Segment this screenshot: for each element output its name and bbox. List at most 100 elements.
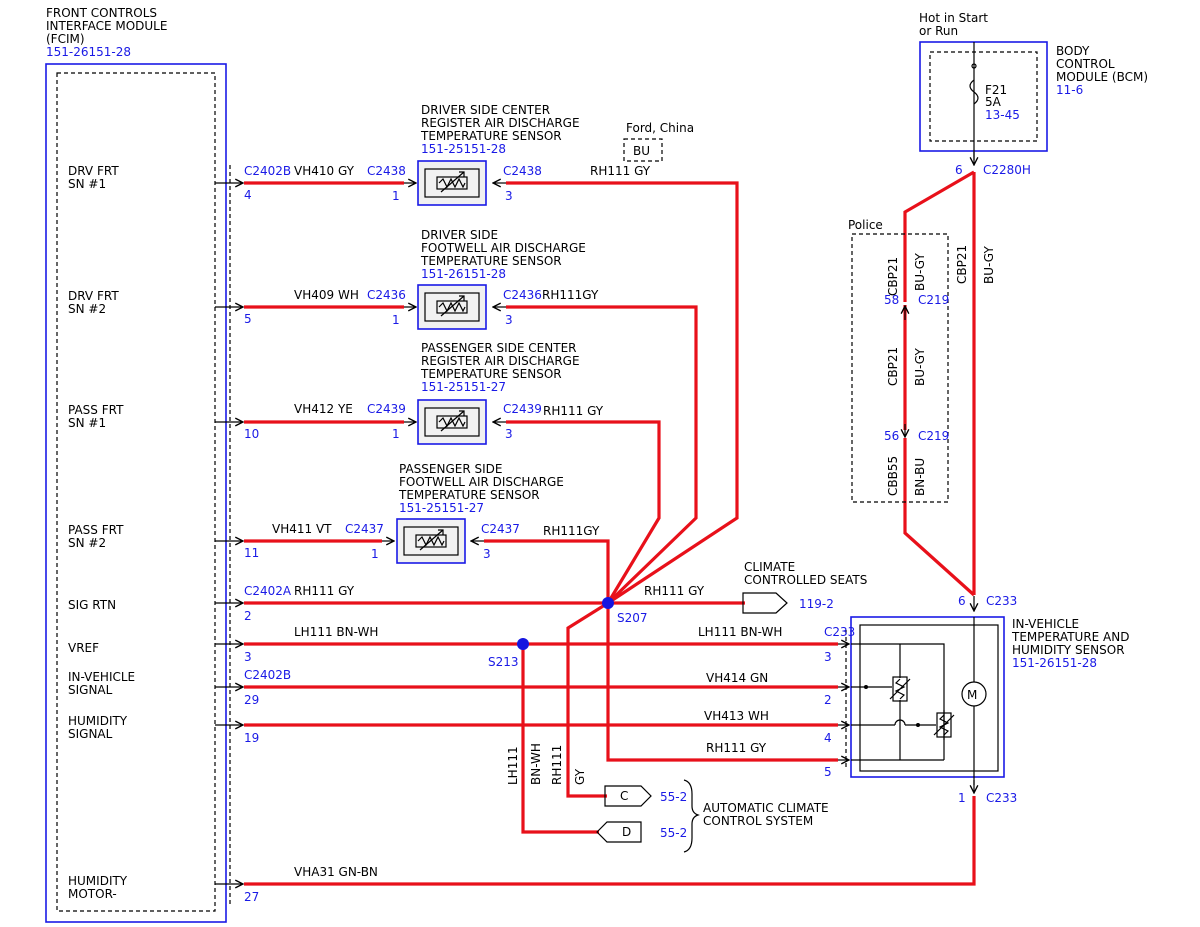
- sensor2-pin-out: 3: [505, 313, 513, 327]
- label-vref-right: LH111 BN-WH: [698, 625, 782, 639]
- ivths-title-2: TEMPERATURE AND: [1011, 630, 1130, 644]
- label-sig-rtn-wire: RH111 GY: [294, 584, 355, 598]
- bcm-outline: [919, 41, 1048, 152]
- ivths-pin-2: 2: [824, 693, 832, 707]
- accs-connector-c: [604, 785, 652, 807]
- bcm-title-1: BODY: [1056, 44, 1090, 58]
- sensor3-pin-out: 3: [505, 427, 513, 441]
- sensor-passenger-center: PASSENGER SIDE CENTER REGISTER AIR DISCH…: [294, 341, 604, 445]
- fcim-outline: [45, 63, 227, 923]
- accs-title-2: CONTROL SYSTEM: [703, 814, 813, 828]
- wires: [244, 170, 976, 886]
- fcim-title-3: (FCIM): [46, 32, 85, 46]
- ivths-pin-3: 3: [824, 650, 832, 664]
- thermistor-icon: [436, 171, 468, 193]
- sensor-driver-footwell: DRIVER SIDE FOOTWELL AIR DISCHARGE TEMPE…: [294, 228, 599, 330]
- wire-rh111-s1: [506, 181, 739, 605]
- sensor4-connector-in: C2437: [345, 522, 384, 536]
- sensor1-title-1: DRIVER SIDE CENTER: [421, 103, 550, 117]
- bcm-title-3: MODULE (BCM): [1056, 70, 1148, 84]
- wire-cbb55: [903, 438, 976, 597]
- ivths-pin-4: 4: [824, 731, 832, 745]
- sensor4-pin-in: 1: [371, 547, 379, 561]
- bcm-hot-2: or Run: [919, 24, 958, 38]
- fcim-pin-29: 29: [244, 693, 259, 707]
- label-branch-rh111: RH111: [550, 745, 564, 785]
- sensor3-connector-in: C2439: [367, 402, 406, 416]
- fcim-pin-2: 2: [244, 609, 252, 623]
- accs-title-1: AUTOMATIC CLIMATE: [703, 801, 829, 815]
- ivths-title-1: IN-VEHICLE: [1012, 617, 1079, 631]
- sensor2-title-1: DRIVER SIDE: [421, 228, 498, 242]
- sensor1-title-3: TEMPERATURE SENSOR: [420, 129, 562, 143]
- bcm-module: Hot in Start or Run F21 5A 13-45 BODY CO…: [919, 11, 1148, 177]
- police-outline: [851, 233, 949, 503]
- sensor3-wire-in: VH412 YE: [294, 402, 353, 416]
- sensor4-wire-in: VH411 VT: [272, 522, 332, 536]
- accs-d-ref: 55-2: [660, 826, 687, 840]
- wire-rh111-s4: [484, 539, 610, 603]
- seats-ref: 119-2: [799, 597, 834, 611]
- sensor1-connector-in: C2438: [367, 164, 406, 178]
- sensor3-connector-out: C2439: [503, 402, 542, 416]
- splice-s207-dot: [602, 597, 614, 609]
- pin-label-drv-frt-sn2-b: SN #2: [68, 302, 106, 316]
- police-option: Police CBP21 BU-GY 58 C219 CBP21 BU-GY 5…: [848, 218, 949, 503]
- accs-c-label: C: [620, 789, 628, 803]
- ivths-pin-5: 5: [824, 765, 832, 779]
- fcim-connector-c2402b-top: C2402B: [244, 164, 291, 178]
- ivths-connector-side: C233: [824, 625, 855, 639]
- pin-label-drv-frt-sn1-a: DRV FRT: [68, 164, 119, 178]
- sensor1-pin-out: 3: [505, 189, 513, 203]
- thermistor-icon: [436, 295, 468, 317]
- sensor3-title-1: PASSENGER SIDE CENTER: [421, 341, 576, 355]
- label-bugy-direct: BU-GY: [982, 246, 996, 284]
- label-vref-wire: LH111 BN-WH: [294, 625, 378, 639]
- sensor4-connector-out: C2437: [481, 522, 520, 536]
- fcim-pin-19: 19: [244, 731, 259, 745]
- sensor1-title-2: REGISTER AIR DISCHARGE: [421, 116, 580, 130]
- label-cbp21-direct: CBP21: [955, 245, 969, 284]
- label-branch-lh111: LH111: [506, 746, 520, 785]
- fcim-pin-11: 11: [244, 546, 259, 560]
- pin-label-pass-frt-sn1-a: PASS FRT: [68, 403, 124, 417]
- label-vh413: VH413 WH: [704, 709, 769, 723]
- sensor3-ref: 151-25151-27: [421, 380, 506, 394]
- sensor-driver-center: DRIVER SIDE CENTER REGISTER AIR DISCHARG…: [294, 103, 651, 206]
- sensor4-title-3: TEMPERATURE SENSOR: [398, 488, 540, 502]
- label-seats-wire: RH111 GY: [644, 584, 705, 598]
- fcim-ref: 151-26151-28: [46, 45, 131, 59]
- motor-icon: M: [961, 681, 987, 707]
- fcim-pin-5: 5: [244, 312, 252, 326]
- fcim-pin-3: 3: [244, 650, 252, 664]
- sensor-passenger-footwell: PASSENGER SIDE FOOTWELL AIR DISCHARGE TE…: [272, 462, 600, 564]
- ivths-title-3: HUMIDITY SENSOR: [1012, 643, 1125, 657]
- accs-d-label: D: [622, 825, 631, 839]
- label-rh111-right: RH111 GY: [706, 741, 767, 755]
- fcim-inner-outline: [56, 72, 216, 912]
- fcim-title-1: FRONT CONTROLS: [46, 6, 157, 20]
- seats-title-2: CONTROLLED SEATS: [744, 573, 867, 587]
- accs-connector-d: [596, 821, 642, 843]
- bcm-ref: 11-6: [1056, 83, 1083, 97]
- police-top-color: BU-GY: [913, 253, 927, 291]
- sensor2-ref: 151-26151-28: [421, 267, 506, 281]
- sensor2-connector-out: C2436: [503, 288, 542, 302]
- humidity-sensor-icon: [933, 712, 955, 738]
- ivths-internal-circuit: [851, 643, 945, 761]
- sensor2-title-3: TEMPERATURE SENSOR: [420, 254, 562, 268]
- sensor3-pin-in: 1: [392, 427, 400, 441]
- svg-text:M: M: [967, 688, 977, 702]
- bcm-connector: C2280H: [983, 163, 1031, 177]
- sensor4-wire-out: RH111GY: [543, 524, 600, 538]
- pin-label-in-vehicle-b: SIGNAL: [68, 683, 113, 697]
- label-branch-gy: GY: [573, 768, 587, 785]
- sensor2-pin-in: 1: [392, 313, 400, 327]
- pin-label-humidity-motor-b: MOTOR-: [68, 887, 117, 901]
- splice-s213-label: S213: [488, 655, 519, 669]
- fcim-pin-4: 4: [244, 188, 252, 202]
- pin-label-humidity-motor-a: HUMIDITY: [68, 874, 128, 888]
- bcm-title-2: CONTROL: [1056, 57, 1115, 71]
- ivths-connector-bottom: C233: [986, 791, 1017, 805]
